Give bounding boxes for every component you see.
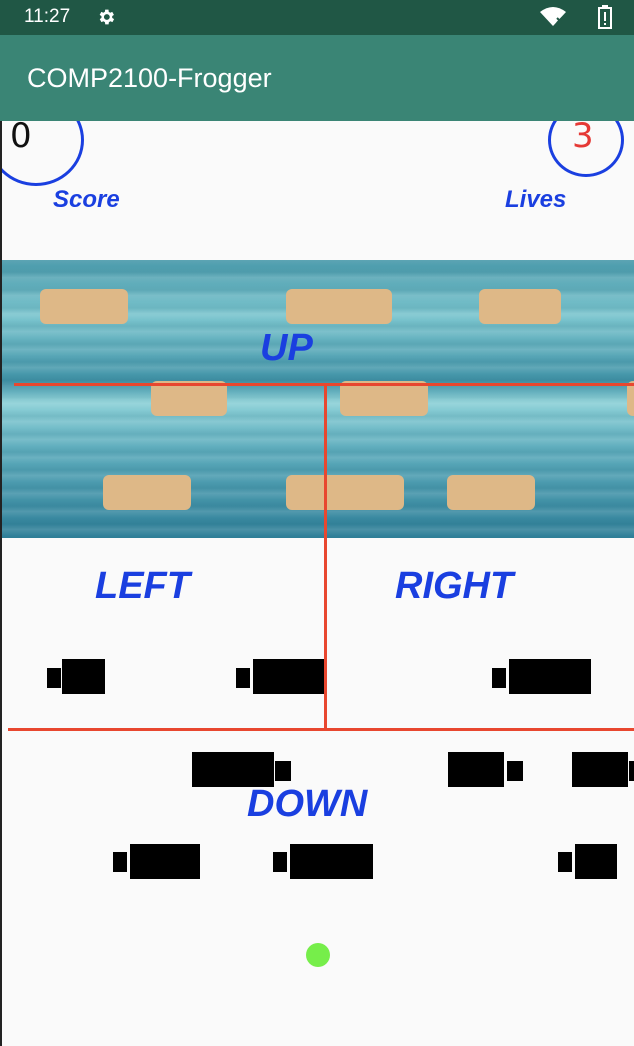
river bbox=[2, 260, 634, 538]
car bbox=[572, 752, 628, 787]
status-time: 11:27 bbox=[24, 6, 71, 27]
car bbox=[236, 668, 250, 688]
wifi-icon bbox=[540, 7, 566, 26]
score-label: Score bbox=[53, 186, 120, 213]
log bbox=[151, 381, 227, 416]
lives-value: 3 bbox=[572, 121, 594, 156]
car bbox=[47, 668, 61, 688]
car bbox=[629, 761, 634, 781]
log bbox=[627, 381, 634, 416]
game-area[interactable]: 0 Score 3 Lives UP LEFT RIGHT DOWN bbox=[0, 121, 634, 1046]
right-control[interactable]: RIGHT bbox=[395, 565, 514, 607]
frog-player bbox=[306, 943, 330, 967]
car bbox=[448, 752, 504, 787]
up-control[interactable]: UP bbox=[260, 327, 313, 369]
log bbox=[340, 381, 428, 416]
status-bar: 11:27 bbox=[0, 0, 634, 35]
log bbox=[447, 475, 535, 510]
up-zone-divider bbox=[14, 383, 634, 386]
log bbox=[479, 289, 561, 324]
gear-icon bbox=[99, 9, 115, 25]
car bbox=[113, 852, 127, 872]
log bbox=[103, 475, 191, 510]
score-value: 0 bbox=[10, 121, 32, 156]
log bbox=[286, 289, 392, 324]
log bbox=[286, 475, 404, 510]
car bbox=[507, 761, 523, 781]
lives-ring bbox=[548, 121, 624, 177]
car bbox=[558, 852, 572, 872]
car bbox=[275, 761, 291, 781]
car bbox=[253, 659, 324, 694]
car bbox=[130, 844, 200, 879]
down-zone-divider bbox=[8, 728, 634, 731]
log bbox=[40, 289, 128, 324]
car bbox=[62, 659, 105, 694]
battery-icon bbox=[598, 5, 612, 29]
car bbox=[492, 668, 506, 688]
left-right-divider bbox=[324, 386, 327, 729]
car bbox=[575, 844, 617, 879]
app-bar: COMP2100-Frogger bbox=[0, 35, 634, 121]
down-control[interactable]: DOWN bbox=[247, 783, 368, 825]
car bbox=[290, 844, 373, 879]
car bbox=[273, 852, 287, 872]
left-control[interactable]: LEFT bbox=[95, 565, 190, 607]
lives-label: Lives bbox=[505, 186, 567, 213]
car bbox=[509, 659, 591, 694]
car bbox=[192, 752, 274, 787]
app-title: COMP2100-Frogger bbox=[27, 63, 272, 93]
